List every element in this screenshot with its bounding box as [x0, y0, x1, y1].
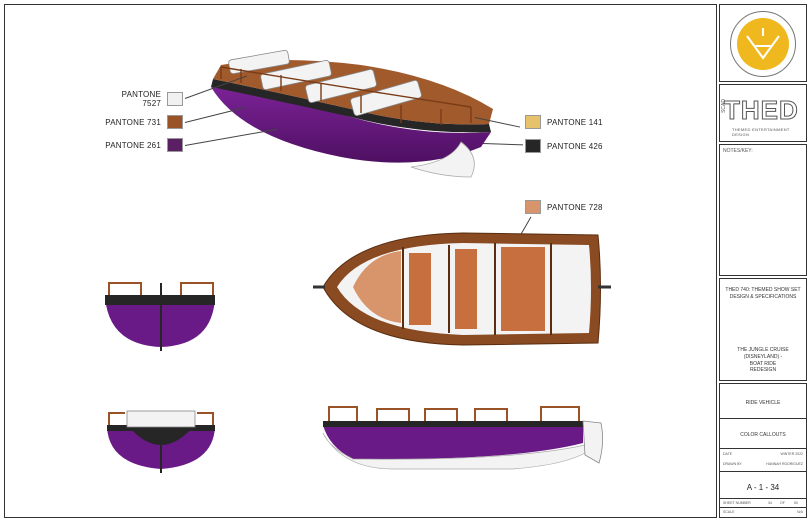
sheet-subtitle: COLOR CALLOUTS — [740, 432, 786, 438]
thed-logo-cell: SCAD THED THEMED ENTERTAINMENT DESIGN — [719, 84, 807, 142]
boat-plan-view — [313, 232, 611, 346]
notes-cell: NOTES/KEY: — [719, 144, 807, 276]
sheet-title: RIDE VEHICLE — [745, 400, 781, 406]
logo-mark-icon — [746, 28, 780, 60]
date-label: DATE — [723, 452, 733, 456]
project-cell: THED 740: THEMED SHOW SET DESIGN & SPECI… — [719, 278, 807, 381]
scale-value: N/A — [797, 510, 803, 514]
course-line-1: THED 740: THEMED SHOW SET — [725, 287, 801, 293]
scale-label: SCALE — [723, 510, 735, 514]
sheet-of-word: OF — [780, 501, 785, 505]
sheet-number: A - 1 - 34 — [746, 483, 780, 492]
swatch-pantone-7527 — [167, 92, 183, 106]
drawn-label: DRAWN BY — [723, 462, 742, 466]
callout-pantone-261: PANTONE 261 — [101, 138, 183, 152]
callout-label: PANTONE 141 — [547, 117, 603, 127]
course-line-2: DESIGN & SPECIFICATIONS — [729, 293, 797, 300]
thed-logo-text: THED — [724, 95, 799, 126]
swatch-pantone-426 — [525, 139, 541, 153]
callout-label: PANTONE 728 — [547, 202, 603, 212]
sheet-number-label: SHEET NUMBER — [723, 501, 751, 505]
callout-pantone-141: PANTONE 141 — [525, 115, 603, 129]
thed-subtitle: THEMED ENTERTAINMENT DESIGN — [732, 127, 790, 137]
notes-label: NOTES/KEY: — [723, 148, 753, 154]
boat-bow-view — [107, 410, 215, 473]
callout-label: PANTONE 731 — [105, 117, 161, 127]
logo-icon — [730, 11, 796, 77]
callout-pantone-7527: PANTONE 7527 — [101, 90, 183, 108]
boat-side-view — [322, 406, 603, 470]
project-line-2: (DISNEYLAND) - — [743, 353, 783, 360]
sheet-of-total: 50 — [794, 501, 798, 505]
project-line-1: THE JUNGLE CRUISE — [737, 347, 789, 353]
swatch-pantone-261 — [167, 138, 183, 152]
project-line-3: BOAT RIDE — [749, 360, 777, 367]
callout-label: PANTONE 426 — [547, 141, 603, 151]
logo-cell — [719, 4, 807, 82]
callout-pantone-426: PANTONE 426 — [525, 139, 603, 153]
callout-pantone-731: PANTONE 731 — [101, 115, 183, 129]
drawing-sheet: PANTONE 7527 PANTONE 731 PANTONE 261 PAN… — [4, 4, 717, 518]
swatch-pantone-728 — [525, 200, 541, 214]
callout-label: PANTONE 261 — [105, 140, 161, 150]
swatch-pantone-731 — [167, 115, 183, 129]
title-block: SCAD THED THEMED ENTERTAINMENT DESIGN NO… — [719, 4, 807, 518]
sheet-info-cell: RIDE VEHICLE COLOR CALLOUTS DATE WINTER … — [719, 383, 807, 518]
swatch-pantone-141 — [525, 115, 541, 129]
callout-label: PANTONE 7527 — [121, 90, 161, 108]
sheet-of-current: 34 — [768, 501, 772, 505]
drawn-value: HANNAH RODRIGUEZ — [766, 462, 803, 466]
boat-stern-view — [105, 282, 215, 351]
callout-pantone-728: PANTONE 728 — [525, 200, 603, 214]
boat-perspective-view — [211, 49, 493, 178]
project-line-4: REDESIGN — [749, 367, 777, 374]
date-value: WINTER 2022 — [780, 452, 803, 456]
